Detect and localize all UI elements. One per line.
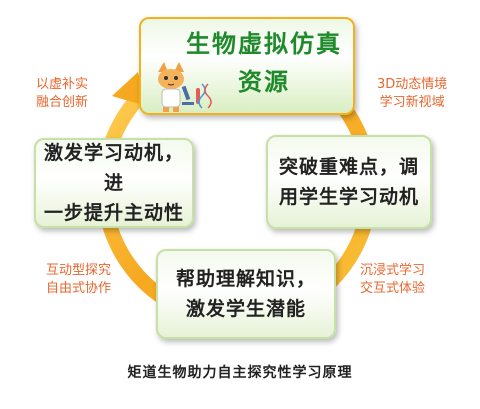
label-top-right-line2: 学习新视域	[379, 95, 445, 110]
microscope-icon	[181, 85, 194, 105]
ring-arrowhead	[112, 72, 146, 106]
motivation-box: 激发学习动机，进 一步提升主动性	[34, 138, 194, 228]
label-bottom-left-line2: 自由式协作	[46, 281, 112, 296]
label-bottom-left-line1: 互动型探究	[46, 263, 112, 278]
label-bottom-right-line1: 沉浸式学习	[360, 263, 426, 278]
label-bottom-right-line2: 交互式体验	[360, 281, 426, 296]
diagram-caption: 矩道生物助力自主探究性学习原理	[127, 365, 353, 381]
label-top-left-line1: 以虚补实	[36, 77, 89, 92]
label-bottom-right: 沉浸式学习 交互式体验	[360, 262, 425, 298]
understanding-box: 帮助理解知识， 激发学生潜能	[156, 249, 336, 339]
breakthrough-line1: 突破重难点，调	[278, 156, 419, 178]
label-top-right: 3D动态情境 学习新视域	[377, 76, 447, 112]
breakthrough-line2: 用学生学习动机	[278, 186, 419, 208]
label-top-left: 以虚补实 融合创新	[36, 76, 88, 112]
motivation-line1: 激发学习动机，进	[43, 142, 184, 194]
cartoon-cat-scientist-icon	[158, 62, 212, 112]
label-top-right-line1: 3D动态情境	[377, 77, 448, 92]
understanding-line2: 激发学生潜能	[185, 298, 306, 320]
understanding-line1: 帮助理解知识，	[175, 268, 316, 290]
motivation-line2: 一步提升主动性	[43, 202, 184, 224]
label-bottom-left: 互动型探究 自由式协作	[46, 262, 111, 298]
breakthrough-box: 突破重难点，调 用学生学习动机	[266, 135, 432, 229]
dna-helix-icon	[198, 83, 212, 109]
resource-title-line2: 资源	[238, 68, 290, 96]
label-top-left-line2: 融合创新	[36, 95, 89, 110]
resource-box: 生物虚拟仿真 资源	[139, 17, 355, 115]
resource-title-line1: 生物虚拟仿真	[186, 30, 342, 58]
